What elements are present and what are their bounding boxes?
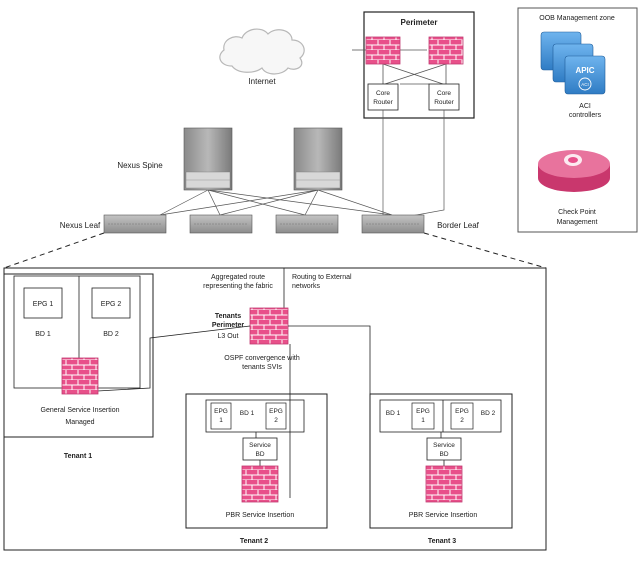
tenant2-pbr-label: PBR Service Insertion <box>226 512 295 519</box>
core-router-left: Core Router <box>367 83 399 111</box>
fabric-links <box>159 110 445 219</box>
tenant1-bd2-label: BD 2 <box>103 331 119 338</box>
svg-text:Router: Router <box>373 99 393 106</box>
svg-text:EPG: EPG <box>455 408 469 415</box>
svg-text:1: 1 <box>219 417 223 424</box>
tenant3-bd2-label: BD 2 <box>481 410 496 417</box>
svg-text:APIC: APIC <box>575 66 594 75</box>
border-leaf-switch-icon <box>361 214 425 234</box>
tenant2-box <box>185 393 328 529</box>
zoom-line-right <box>423 232 547 269</box>
svg-text:BD: BD <box>439 451 448 458</box>
aci-controllers-label-line1: ACI <box>579 103 591 110</box>
tenant1-epg2-label: EPG 2 <box>101 301 122 308</box>
nexus-leaf-label: Nexus Leaf <box>60 221 101 230</box>
oob-title: OOB Management zone <box>539 15 615 22</box>
border-leaf-label: Border Leaf <box>437 221 480 230</box>
tenant1-bd1-label: BD 1 <box>35 331 51 338</box>
tenant3-epg2-box <box>450 402 474 430</box>
svg-text:Router: Router <box>434 99 454 106</box>
nexus-spine-label: Nexus Spine <box>117 161 163 170</box>
svg-text:BD: BD <box>255 451 264 458</box>
l3out-label: L3 Out <box>217 333 238 340</box>
aggregated-route-line1: Aggregated route <box>211 274 265 281</box>
internet-label: Internet <box>248 77 276 86</box>
leaf-switch-1-icon <box>103 214 167 234</box>
internet-cloud-icon <box>219 28 305 75</box>
tenant3-box <box>369 393 513 529</box>
svg-text:EPG: EPG <box>269 408 283 415</box>
tenant2-label: Tenant 2 <box>240 538 268 545</box>
perimeter-zone: Perimeter Core Router Core Router <box>352 11 475 119</box>
perimeter-firewall-left-icon <box>365 36 401 65</box>
svg-text:EPG: EPG <box>214 408 228 415</box>
svg-text:2: 2 <box>274 417 278 424</box>
tenant3-bd-box <box>379 399 502 433</box>
tenant1-epg1-box <box>23 287 63 319</box>
aci-controllers-label-line2: controllers <box>569 112 602 119</box>
tenant1: EPG 1 EPG 2 BD 1 BD 2 General Service In… <box>3 273 154 460</box>
ospf-line2: tenants SVIs <box>242 364 282 371</box>
tenant2-bd1-label: BD 1 <box>240 410 255 417</box>
tenants-perimeter-line1: Tenants <box>215 313 241 320</box>
zoom-line-left <box>3 232 105 269</box>
tenants-perimeter-firewall-icon <box>249 307 289 345</box>
svg-text:1: 1 <box>421 417 425 424</box>
tenant1-box <box>3 273 154 438</box>
leaf-switch-3-icon <box>275 214 339 234</box>
core-router-right: Core Router <box>428 83 460 111</box>
tenant3-epg1-box <box>411 402 435 430</box>
tenant2: EPG 1 BD 1 EPG 2 Service BD PBR Service … <box>185 393 328 545</box>
svg-text:Service: Service <box>249 442 271 449</box>
check-point-management-icon <box>538 150 610 192</box>
tenant3-bd1-label: BD 1 <box>386 410 401 417</box>
svg-text:ACI: ACI <box>581 82 589 87</box>
tenant2-bd-box <box>205 399 305 433</box>
spine-switch-1-icon <box>183 127 233 191</box>
check-point-label-line1: Check Point <box>558 209 596 216</box>
svg-text:Service: Service <box>433 442 455 449</box>
ospf-line1: OSPF convergence with <box>224 355 300 362</box>
svg-text:Core: Core <box>437 90 451 97</box>
tenant2-epg2-box <box>265 402 287 430</box>
tenant1-firewall-icon <box>61 357 99 395</box>
check-point-label-line2: Management <box>557 219 598 226</box>
tenants-perimeter-line2: Perimeter <box>212 322 245 329</box>
tenant1-epg2-box <box>91 287 131 319</box>
tenant2-epg1-box <box>210 402 232 430</box>
tenant2-firewall-icon <box>241 465 279 503</box>
tenant3-pbr-label: PBR Service Insertion <box>409 512 478 519</box>
tenant1-service-line1: General Service Insertion <box>41 407 120 414</box>
tenant1-epg1-label: EPG 1 <box>33 301 54 308</box>
leaf-switch-2-icon <box>189 214 253 234</box>
perimeter-title: Perimeter <box>401 18 438 27</box>
routing-external-line2: networks <box>292 283 321 290</box>
apic-controllers-icon: APIC ACI <box>540 31 606 95</box>
svg-text:EPG: EPG <box>416 408 430 415</box>
tenant1-service-line2: Managed <box>65 419 94 426</box>
tenant3: BD 1 EPG 1 EPG 2 BD 2 Service BD PBR Ser… <box>369 393 513 545</box>
svg-text:Core: Core <box>376 90 390 97</box>
tenant1-label: Tenant 1 <box>64 453 92 460</box>
routing-external-line1: Routing to External <box>292 274 352 281</box>
oob-management-zone: OOB Management zone APIC ACI ACI control… <box>517 7 638 233</box>
svg-text:2: 2 <box>460 417 464 424</box>
tenant3-firewall-icon <box>425 465 463 503</box>
tenant3-label: Tenant 3 <box>428 538 456 545</box>
perimeter-firewall-right-icon <box>428 36 464 65</box>
aggregated-route-line2: representing the fabric <box>203 283 273 290</box>
spine-switch-2-icon <box>293 127 343 191</box>
